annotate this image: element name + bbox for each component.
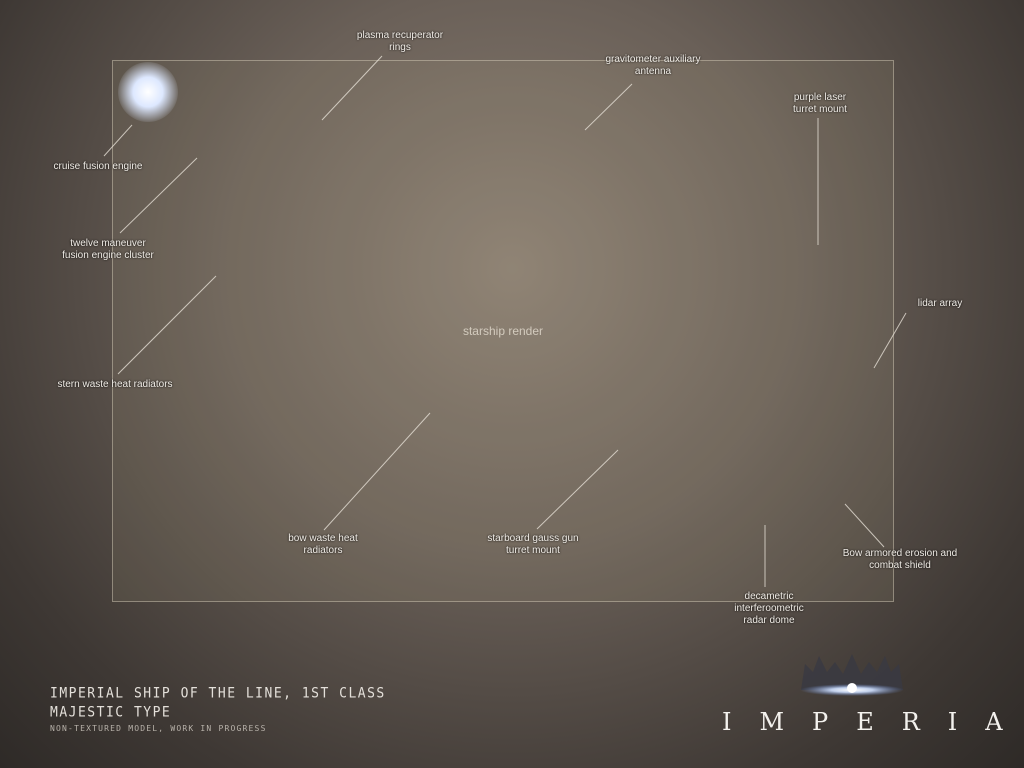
label-lidar: lidar array xyxy=(917,298,963,309)
leader-starboard xyxy=(536,449,619,530)
label-radar-dome: decametric interferoometric radar dome xyxy=(734,591,804,626)
leader-lidar xyxy=(873,312,907,369)
label-plasma-recuperator: plasma recuperator rings xyxy=(356,30,444,53)
leader-bow-waste xyxy=(323,412,431,531)
label-cruise-fusion: cruise fusion engine xyxy=(53,161,143,172)
leader-gravitometer xyxy=(584,83,633,131)
label-gravitometer: gravitometer auxiliary antenna xyxy=(605,54,701,77)
caption-block: IMPERIAL SHIP OF THE LINE, 1ST CLASS MAJ… xyxy=(50,684,386,736)
caption-title: IMPERIAL SHIP OF THE LINE, 1ST CLASS xyxy=(50,685,386,702)
ship-image: starship render xyxy=(112,60,894,602)
crown-icon xyxy=(800,654,904,696)
label-twelve-maneuver: twelve maneuver fusion engine cluster xyxy=(62,238,154,261)
imperia-logo: IMPERIA xyxy=(700,650,1024,750)
label-bow-shield: Bow armored erosion and combat shield xyxy=(842,548,958,571)
ship-image-label: starship render xyxy=(462,324,544,338)
label-starboard-gauss: starboard gauss gun turret mount xyxy=(487,533,579,556)
leader-stern xyxy=(117,275,217,375)
label-purple-laser: purple laser turret mount xyxy=(793,92,847,115)
leader-bow-shield xyxy=(844,503,885,548)
leader-plasma xyxy=(321,55,383,121)
label-bow-waste: bow waste heat radiators xyxy=(288,533,358,556)
leader-cruise xyxy=(103,124,133,157)
caption-subtitle: MAJESTIC TYPE xyxy=(50,704,172,721)
engine-glow xyxy=(118,62,178,122)
label-stern-waste: stern waste heat radiators xyxy=(57,379,173,390)
caption-note: NON-TEXTURED MODEL, WORK IN PROGRESS xyxy=(50,724,267,733)
leader-maneuver xyxy=(119,157,198,234)
logo-text: IMPERIA xyxy=(722,708,1024,736)
